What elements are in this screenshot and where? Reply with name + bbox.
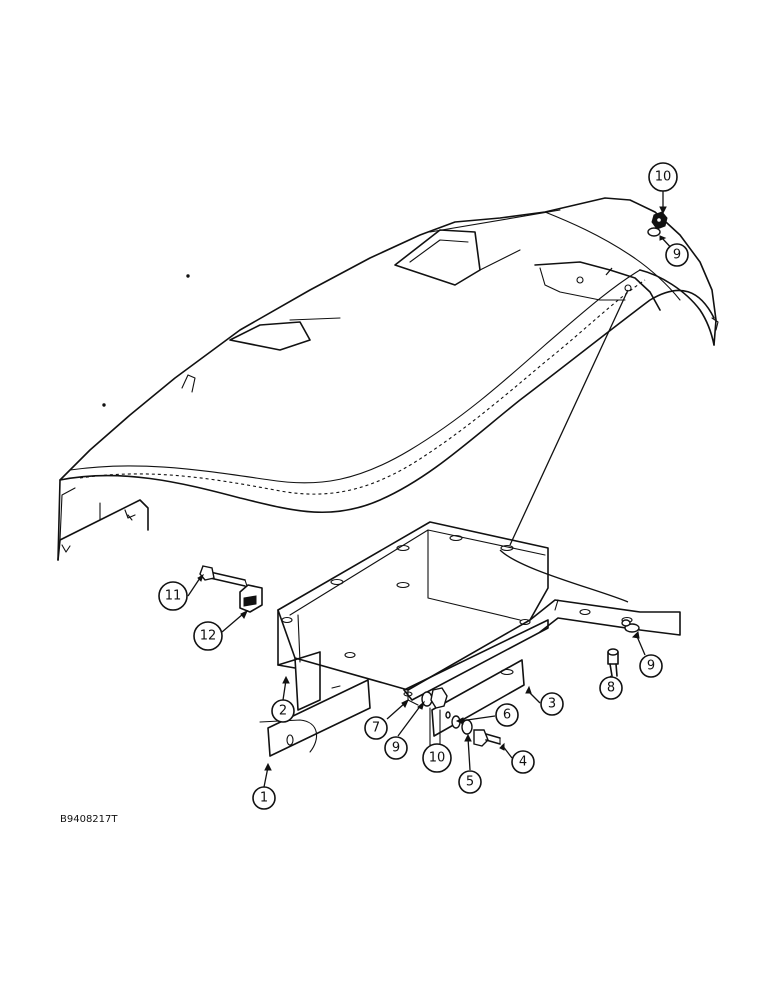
callout-leaders xyxy=(187,191,676,788)
svg-text:9: 9 xyxy=(392,741,400,756)
svg-text:2: 2 xyxy=(279,704,287,719)
callout-5: 5 xyxy=(458,770,482,794)
callout-8: 8 xyxy=(599,676,623,700)
plate-1 xyxy=(259,679,371,757)
callout-11: 11 xyxy=(158,581,188,611)
svg-text:4: 4 xyxy=(519,755,527,770)
svg-text:3: 3 xyxy=(548,697,556,712)
callout-9-lower: 9 xyxy=(384,736,408,760)
callout-10-lower: 10 xyxy=(422,743,452,773)
fender xyxy=(57,197,719,561)
callout-3: 3 xyxy=(540,692,564,716)
callout-12: 12 xyxy=(193,621,223,651)
callout-7: 7 xyxy=(364,716,388,740)
svg-text:1: 1 xyxy=(260,791,268,806)
callout-10-top: 10 xyxy=(648,162,678,192)
clip-12 xyxy=(239,584,263,613)
callout-4: 4 xyxy=(511,750,535,774)
drawing-code: B9408217T xyxy=(60,814,118,825)
lower-fasteners xyxy=(421,687,501,747)
callout-1: 1 xyxy=(252,786,276,810)
svg-text:7: 7 xyxy=(372,721,380,736)
callout-9-right: 9 xyxy=(639,654,663,678)
right-fasteners xyxy=(607,619,640,677)
svg-text:10: 10 xyxy=(655,170,672,185)
plate-3 xyxy=(431,659,525,737)
svg-text:6: 6 xyxy=(503,708,511,723)
svg-text:11: 11 xyxy=(165,589,182,604)
svg-text:8: 8 xyxy=(607,681,615,696)
bracket xyxy=(277,521,681,711)
svg-text:9: 9 xyxy=(647,659,655,674)
callout-2: 2 xyxy=(271,699,295,723)
svg-text:10: 10 xyxy=(429,751,446,766)
svg-text:5: 5 xyxy=(466,775,474,790)
svg-text:12: 12 xyxy=(200,629,217,644)
bolt-11 xyxy=(199,565,248,587)
callout-6: 6 xyxy=(495,703,519,727)
callout-9-top: 9 xyxy=(665,243,689,267)
top-nut-washer xyxy=(647,211,668,237)
svg-text:9: 9 xyxy=(673,248,681,263)
alignment-lines xyxy=(499,267,629,603)
